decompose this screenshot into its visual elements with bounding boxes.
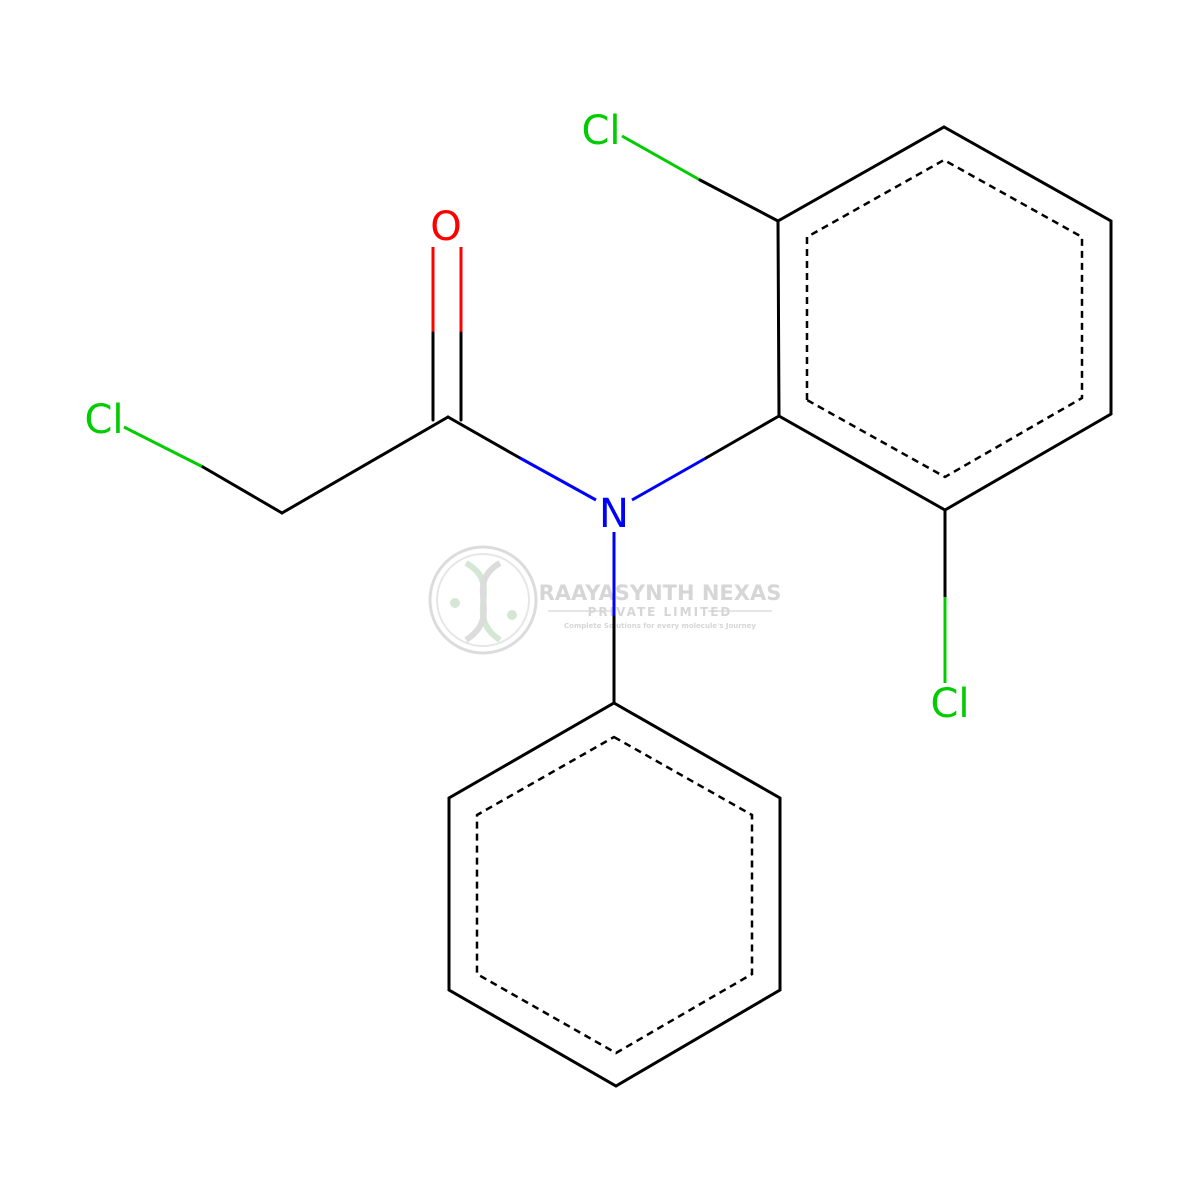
atom-cl-acetyl: Cl xyxy=(84,397,123,443)
bond-ch2-carbonyl xyxy=(280,415,450,515)
bond-carbonyl-double xyxy=(431,247,463,422)
watermark: RAAYASYNTH NEXAS PRIVATE LIMITED Complet… xyxy=(428,545,782,655)
watermark-company: RAAYASYNTH NEXAS xyxy=(539,581,782,605)
bond-cl-ch2 xyxy=(123,425,284,515)
atom-nitrogen: N xyxy=(599,491,629,537)
bond-n-dichlorophenyl xyxy=(631,414,781,502)
dichlorophenyl-ring xyxy=(776,125,1113,512)
bond-ring-cl-top xyxy=(621,134,780,223)
dna-helix-logo xyxy=(428,545,538,655)
bond-carbonyl-n xyxy=(446,415,597,502)
atom-oxygen: O xyxy=(430,204,461,250)
atom-cl-ring-top: Cl xyxy=(581,108,620,154)
phenyl-ring xyxy=(447,701,782,1088)
watermark-subtitle: PRIVATE LIMITED xyxy=(588,605,733,619)
watermark-tagline: Complete Solutions for every molecule's … xyxy=(564,622,756,630)
atom-cl-ring-bottom: Cl xyxy=(930,681,969,727)
